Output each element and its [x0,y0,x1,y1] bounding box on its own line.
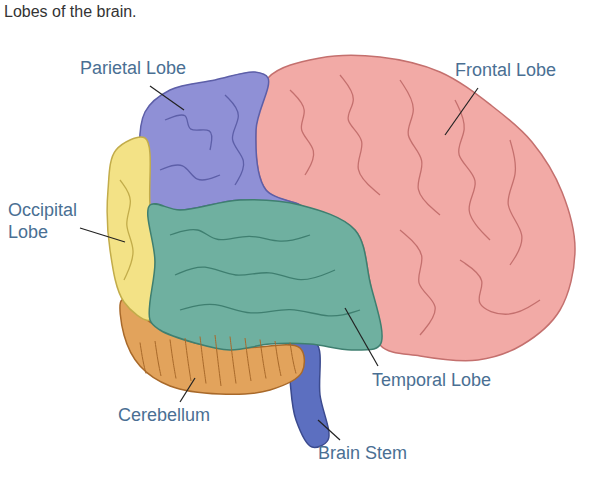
cerebellum-fold [185,338,191,381]
leader-line [318,420,340,440]
part-label: Brain Stem [318,443,407,465]
brainstem-shape [286,340,329,447]
cerebellum-fold [290,343,296,374]
gyrus-fold [400,230,435,335]
part-label: Frontal Lobe [455,60,556,82]
gyrus-fold [160,165,220,180]
gyrus-fold [180,304,360,316]
gyrus-fold [225,95,244,185]
occipital-lobe-shape [107,137,155,320]
cerebellum-fold [140,343,146,374]
part-label: Cerebellum [118,405,210,427]
cerebellum-fold [200,337,206,384]
parietal-lobe-shape [140,72,301,210]
gyrus-fold [165,115,212,150]
leader-line [345,308,378,366]
temporal-lobe-shape [148,200,382,350]
gyrus-fold [120,180,133,280]
gyrus-fold [175,267,335,280]
cerebellum-fold [170,340,176,379]
cerebellum-fold [245,338,251,381]
leader-line [80,228,125,242]
diagram-title: Lobes of the brain. [4,3,137,21]
gyrus-fold [460,260,540,314]
leader-line [180,378,195,402]
cerebellum-fold [155,341,161,376]
part-label: Parietal Lobe [80,58,186,80]
leader-line [445,88,478,135]
gyrus-fold [455,100,490,240]
cerebellum-fold [215,335,221,386]
cerebellum-fold [260,340,266,379]
cerebellum-fold [275,341,281,376]
cerebellum-fold [230,337,236,384]
gyrus-fold [170,230,310,242]
leader-line [150,86,184,110]
gyrus-fold [290,90,314,175]
gyrus-fold [400,80,440,215]
part-label: Temporal Lobe [372,370,491,392]
part-label: Occipital Lobe [8,200,88,243]
gyrus-fold [340,75,380,195]
gyrus-fold [508,140,522,265]
